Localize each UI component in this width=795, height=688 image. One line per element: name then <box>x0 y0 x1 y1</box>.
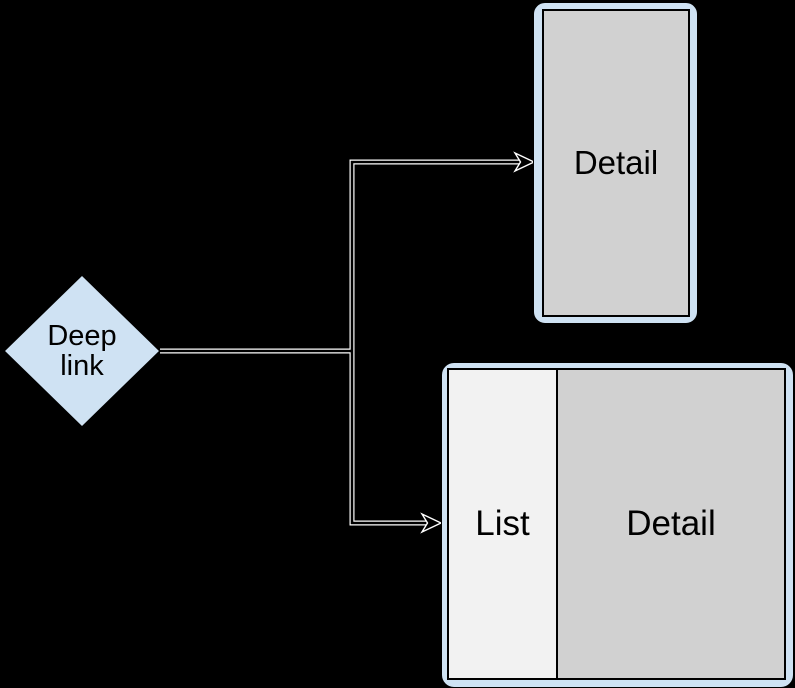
list-pane: List <box>449 370 558 678</box>
deep-link-diamond <box>2 273 162 429</box>
tablet-frame: List Detail <box>441 362 794 688</box>
arrowhead-to-list-detail <box>420 512 443 534</box>
arrowhead-to-detail <box>513 151 536 173</box>
connector-branches-core <box>350 160 519 525</box>
detail-pane-label: Detail <box>573 144 659 181</box>
detail-pane-wide: Detail <box>558 370 784 678</box>
deep-link-label: Deep link <box>47 319 117 382</box>
detail-pane-wide-label: Detail <box>626 504 716 543</box>
list-pane-label: List <box>475 504 530 543</box>
list-detail-screen: List Detail <box>447 368 786 680</box>
detail-pane: Detail <box>542 9 690 317</box>
phone-frame: Detail <box>533 2 698 324</box>
